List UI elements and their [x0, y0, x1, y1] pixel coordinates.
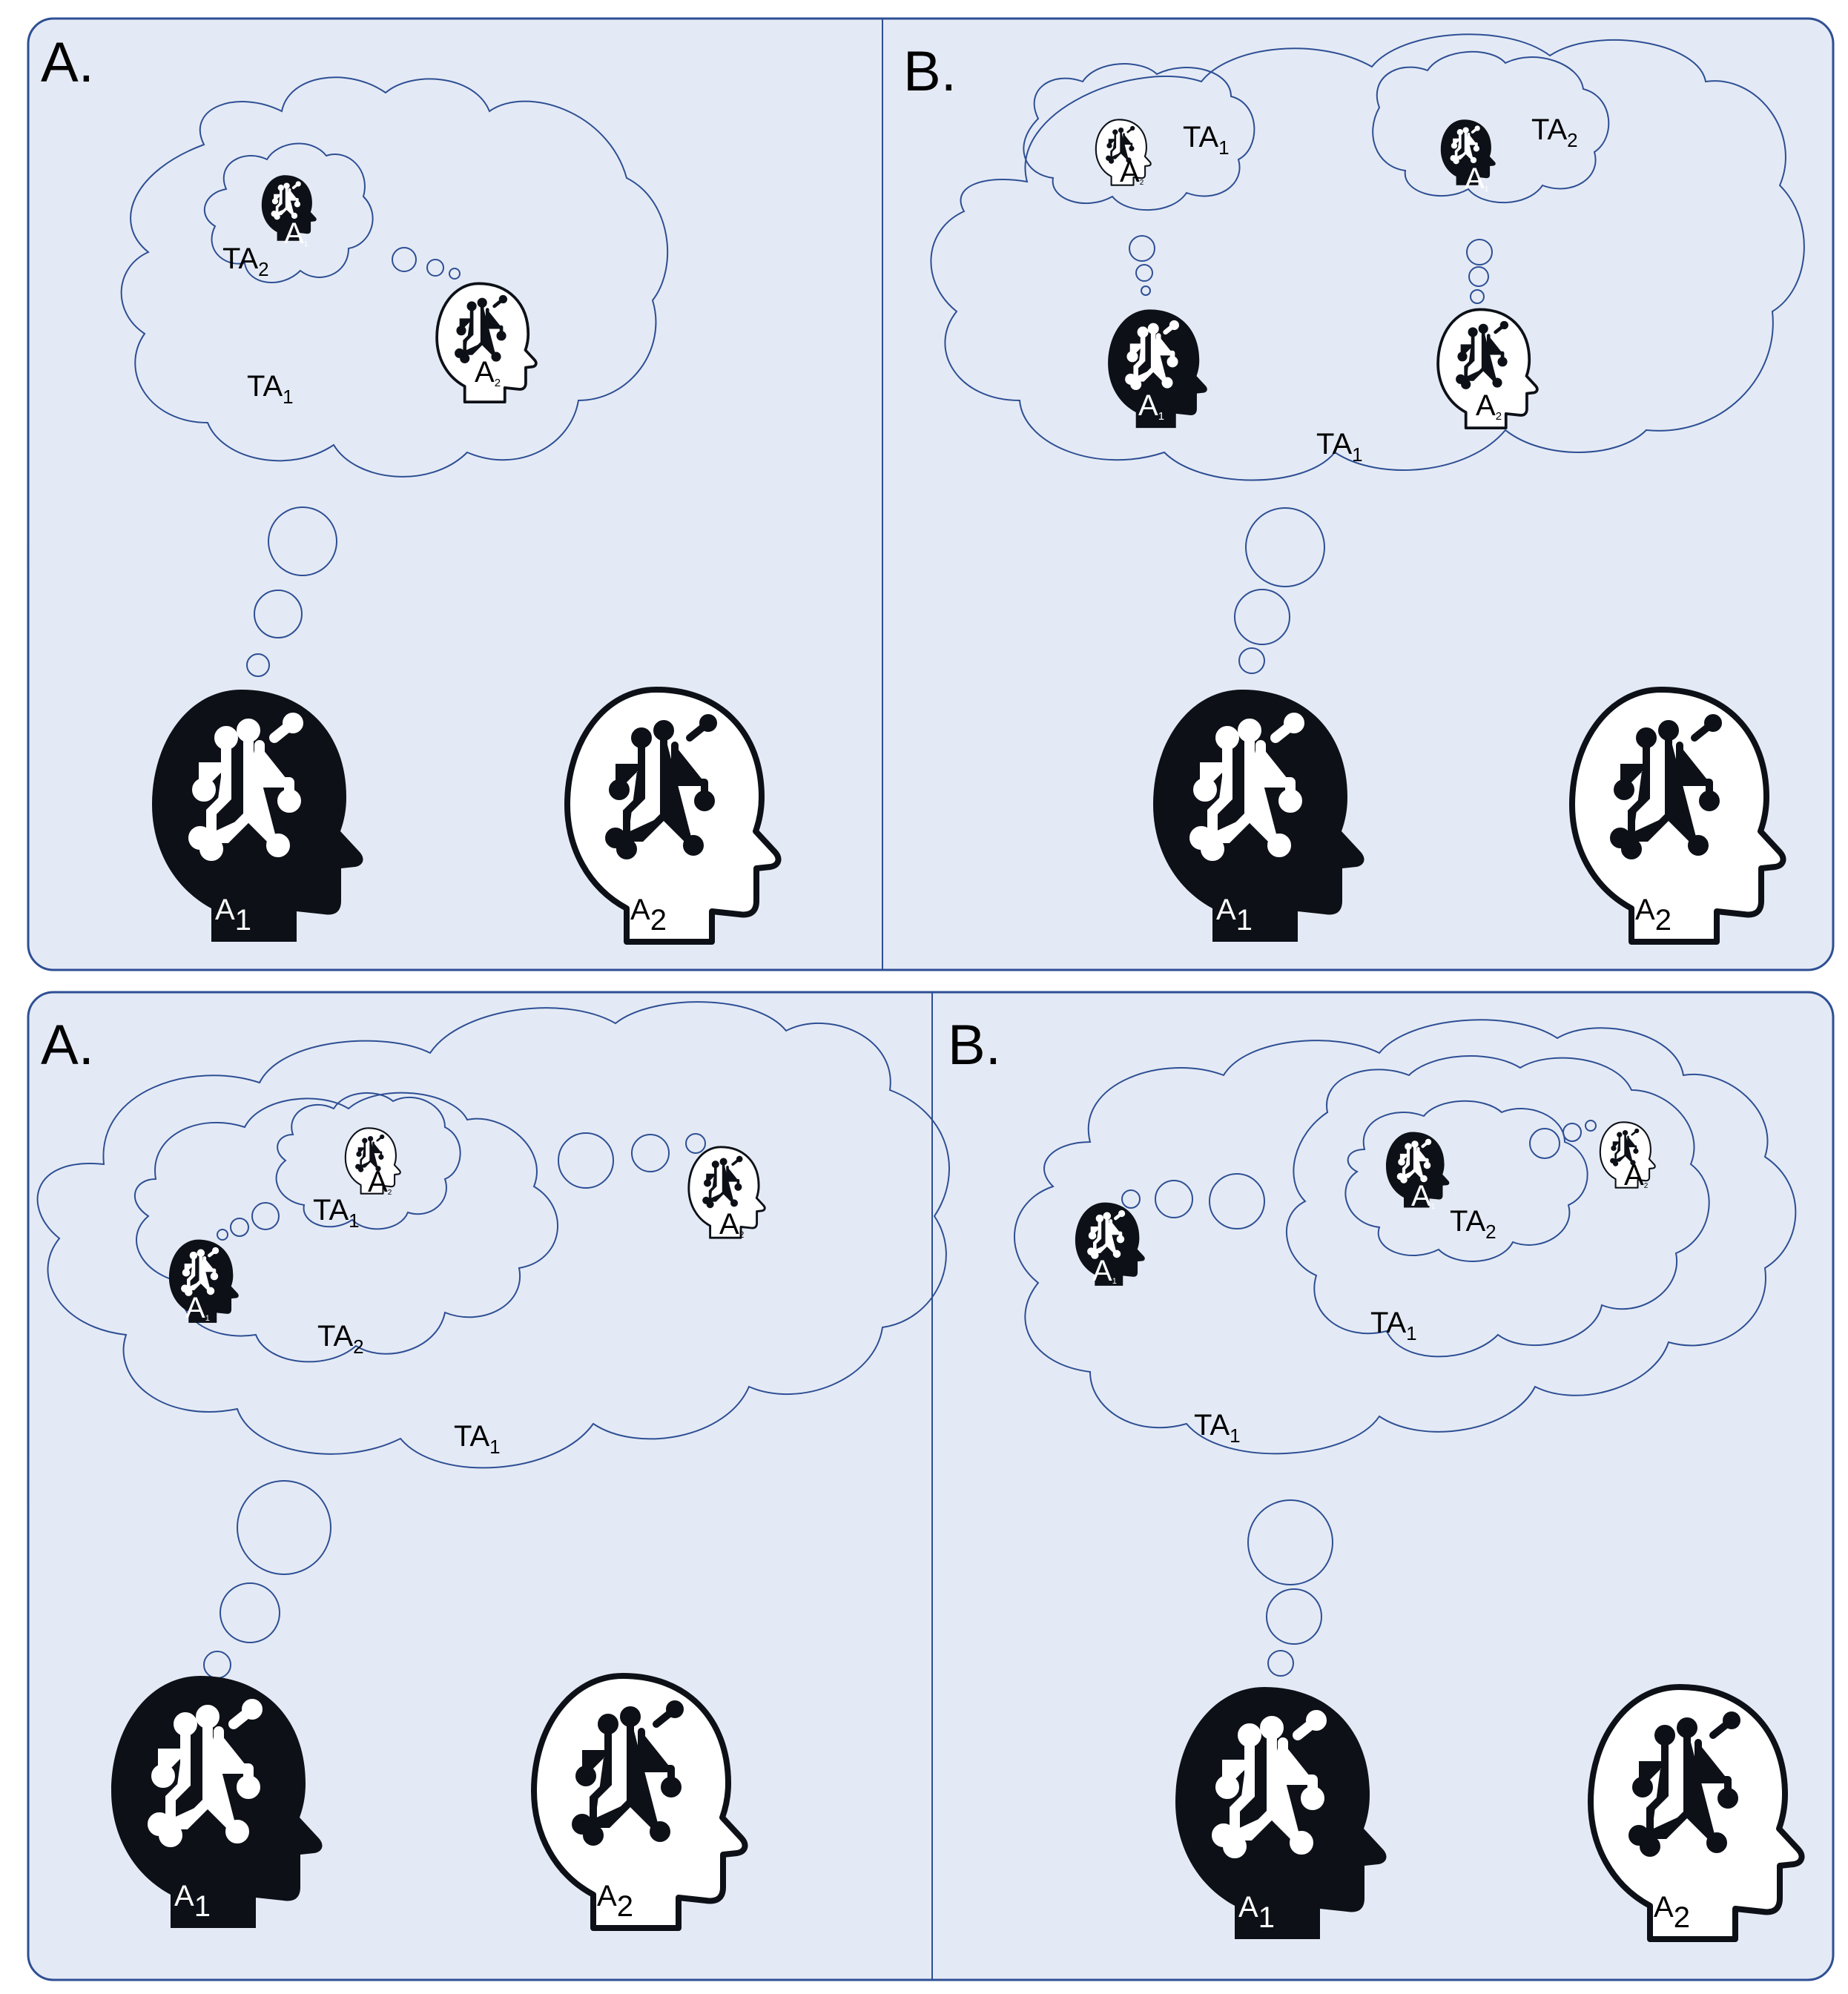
bottom-b-cloud-outer — [1014, 1019, 1797, 1455]
bottom-a-letter: A. — [41, 1014, 94, 1077]
bottom-b-head-a1-label: A — [1238, 1891, 1258, 1924]
bottom-panel — [27, 991, 1835, 1981]
top-a-cloud-outer — [120, 76, 669, 478]
svg-text:A2: A2 — [1120, 156, 1144, 188]
bottom-b-cloud-inner-label: TA — [1450, 1205, 1485, 1238]
bottom-a-thought-bubble — [631, 1134, 670, 1172]
top-b-cloud-left — [1023, 63, 1255, 211]
top-a-thought-bubble — [246, 653, 270, 677]
bottom-a-cloud-inner-label: TA — [313, 1194, 349, 1227]
top-a-cloud-inner — [203, 142, 374, 283]
svg-text:TA1: TA1 — [454, 1420, 501, 1458]
bottom-a-thought-bubble — [217, 1229, 228, 1241]
top-b-cloud-outer — [930, 33, 1805, 481]
svg-text:TA1: TA1 — [1370, 1307, 1417, 1344]
bottom-b-head-a2-label: A — [1654, 1891, 1674, 1924]
top-a-head-a1-label: A — [215, 894, 235, 926]
svg-text:TA2: TA2 — [1531, 113, 1578, 151]
svg-text:A2: A2 — [368, 1166, 392, 1198]
svg-text:A1: A1 — [1238, 1891, 1275, 1934]
svg-text:TA1: TA1 — [247, 370, 294, 408]
bottom-b-thought-bubble — [1585, 1120, 1597, 1132]
top-a-head-a2-label: A — [630, 894, 650, 926]
top-b-cloud-right-label: TA — [1531, 113, 1567, 146]
bottom-b-thought-bubble — [1121, 1189, 1141, 1209]
bottom-b-cloud-inner — [1344, 1100, 1588, 1262]
top-a-thought-bubble — [426, 259, 444, 277]
bottom-a-thought-bubble — [685, 1133, 706, 1154]
top-b-thought-bubble — [1238, 647, 1265, 674]
top-b-cloud-right — [1372, 50, 1610, 204]
top-b-cloud-left-label: TA — [1183, 121, 1218, 153]
svg-text:A1: A1 — [284, 217, 308, 250]
svg-text:A1: A1 — [1092, 1255, 1117, 1287]
svg-text:TA2: TA2 — [222, 242, 269, 280]
bottom-a-head-a1-label: A — [174, 1880, 194, 1912]
svg-text:A1: A1 — [1216, 894, 1253, 937]
top-b-head-a1-label: A — [1216, 894, 1236, 926]
svg-text:A2: A2 — [719, 1208, 745, 1241]
svg-text:A1: A1 — [185, 1292, 210, 1324]
svg-text:A2: A2 — [597, 1880, 633, 1923]
top-b-thought-bubble — [1468, 266, 1489, 287]
svg-text:TA1: TA1 — [1316, 428, 1363, 466]
svg-text:TA1: TA1 — [1183, 121, 1230, 159]
svg-text:A1: A1 — [215, 894, 251, 937]
bottom-a-thought-bubble — [230, 1218, 249, 1237]
top-a-thought-bubble — [392, 247, 417, 272]
svg-text:A2: A2 — [1476, 389, 1502, 423]
bottom-a-thought-bubble — [220, 1582, 280, 1643]
top-b-thought-bubble — [1135, 264, 1153, 282]
bottom-b-thought-bubble — [1209, 1173, 1265, 1229]
top-b-cloud-outer-label: TA — [1316, 428, 1352, 460]
bottom-b-cloud-middle-label: TA — [1370, 1307, 1406, 1339]
bottom-a-cloud-inner — [275, 1092, 461, 1230]
top-b-thought-bubble — [1466, 239, 1493, 265]
top-b-thought-bubble — [1245, 507, 1325, 587]
bottom-a-cloud-middle-label: TA — [317, 1320, 353, 1353]
svg-text:A2: A2 — [1654, 1891, 1690, 1934]
bottom-b-thought-bubble — [1529, 1128, 1560, 1159]
svg-text:A1: A1 — [174, 1880, 211, 1923]
top-panel — [27, 17, 1835, 971]
top-a-cloud-inner-label: TA — [222, 242, 258, 275]
bottom-a-thought-bubble — [237, 1480, 331, 1575]
bottom-b-thought-bubble — [1266, 1588, 1322, 1645]
bottom-b-thought-bubble — [1247, 1499, 1333, 1585]
svg-text:A1: A1 — [1411, 1180, 1436, 1212]
bottom-b-thought-bubble — [1155, 1180, 1193, 1218]
svg-text:A2: A2 — [1635, 894, 1672, 937]
svg-text:TA1: TA1 — [1194, 1409, 1241, 1447]
top-b-head-a2-label: A — [1635, 894, 1655, 926]
svg-text:A2: A2 — [475, 356, 501, 389]
top-b-thought-bubble — [1234, 589, 1290, 645]
svg-text:A2: A2 — [1624, 1159, 1649, 1192]
top-b-thought-bubble — [1129, 235, 1155, 262]
bottom-b-thought-bubble — [1267, 1650, 1294, 1677]
bottom-b-cloud-outer-label: TA — [1194, 1409, 1230, 1442]
svg-text:A1: A1 — [1465, 162, 1489, 195]
bottom-a-head-a2-label: A — [597, 1880, 617, 1912]
top-b-letter: B. — [903, 40, 957, 103]
top-a-thought-bubble — [268, 506, 337, 576]
bottom-a-thought-bubble — [558, 1132, 614, 1189]
top-b-thought-bubble — [1470, 289, 1485, 304]
svg-text:TA2: TA2 — [317, 1320, 364, 1358]
svg-text:A2: A2 — [630, 894, 667, 937]
svg-text:TA2: TA2 — [1450, 1205, 1496, 1243]
top-a-thought-bubble — [254, 590, 303, 638]
bottom-a-thought-bubble — [251, 1202, 280, 1230]
bottom-a-cloud-outer-label: TA — [454, 1420, 489, 1453]
top-a-thought-bubble — [449, 268, 461, 280]
top-b-thought-bubble — [1141, 285, 1151, 296]
svg-text:A1: A1 — [1138, 389, 1164, 423]
bottom-a-cloud-outer — [36, 1001, 950, 1469]
bottom-b-thought-bubble — [1562, 1123, 1582, 1142]
bottom-b-letter: B. — [948, 1014, 1001, 1077]
top-a-letter: A. — [41, 31, 94, 94]
top-a-cloud-outer-label: TA — [247, 370, 283, 403]
bottom-b-cloud-middle — [1286, 1054, 1710, 1358]
svg-text:TA1: TA1 — [313, 1194, 360, 1232]
